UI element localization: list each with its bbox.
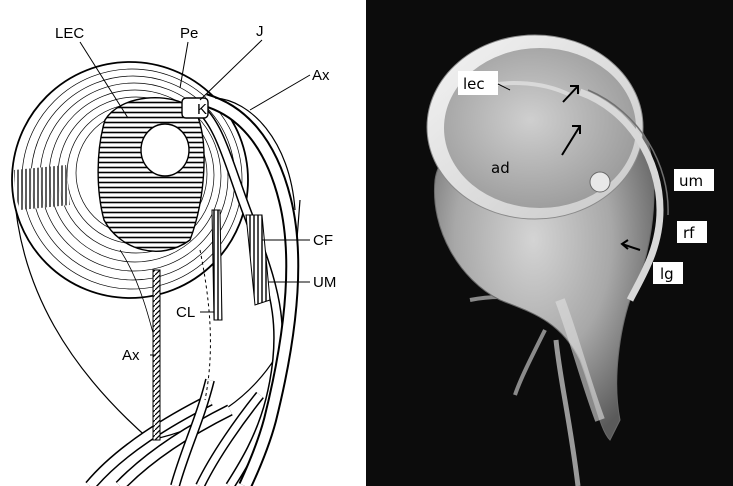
- label-lg: lg: [660, 265, 674, 283]
- label-ax-bottom: Ax: [122, 347, 140, 364]
- label-ad: ad: [491, 159, 510, 177]
- bare-area: [141, 124, 189, 176]
- label-pe: Pe: [180, 25, 198, 42]
- sem-photo-panel: lec ad um rf lg: [366, 0, 733, 486]
- line-drawing-panel: LEC Pe J Ax K CF UM CL Ax: [0, 0, 366, 486]
- label-lec: LEC: [55, 25, 84, 42]
- label-ax-top: Ax: [312, 67, 330, 84]
- label-lec-photo: lec: [463, 75, 485, 93]
- label-j: J: [256, 23, 264, 40]
- label-cl: CL: [176, 304, 195, 321]
- label-um-photo: um: [679, 172, 703, 190]
- label-cf: CF: [313, 232, 333, 249]
- label-rf: rf: [683, 224, 695, 242]
- lateral-crest-region: [98, 98, 204, 252]
- label-k: K: [197, 101, 207, 118]
- label-um: UM: [313, 274, 336, 291]
- crossed-lamella-strand: [212, 210, 222, 320]
